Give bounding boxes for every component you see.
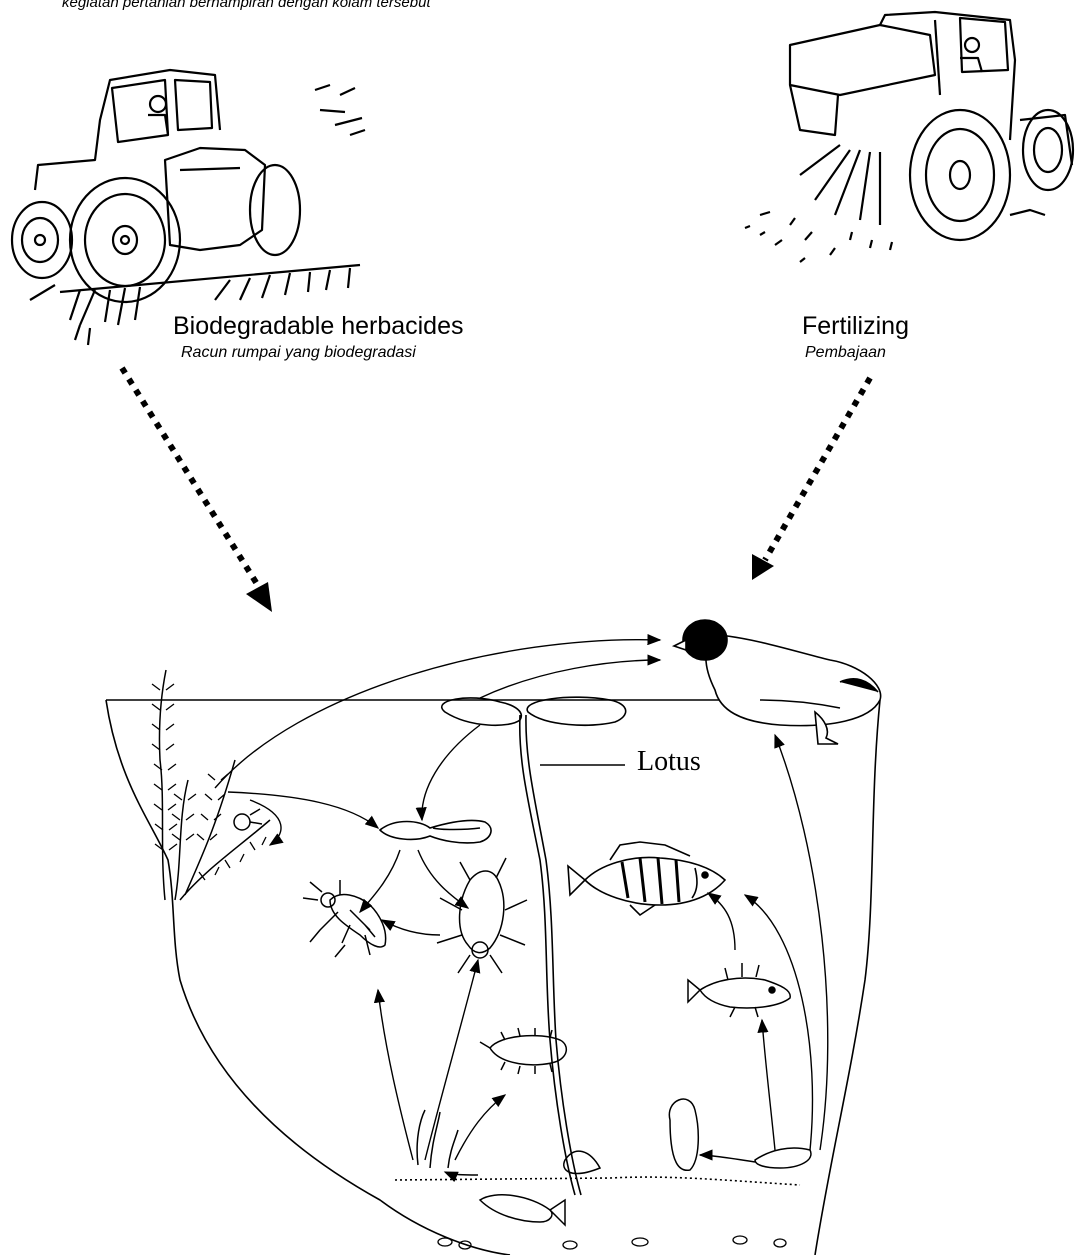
food-web-arrows [215,640,828,1175]
bottom-creatures-illustration [417,1028,811,1225]
duck-illustration [674,620,881,744]
perch-fish-illustration [568,842,725,915]
lotus-label: Lotus [637,746,701,778]
dragonfly-nymph-illustration [303,880,386,957]
water-weed-illustration [152,670,270,900]
water-beetle-illustration [437,858,527,973]
fertilizer-spreader-tractor-illustration [745,12,1073,262]
stickleback-fish-illustration [688,963,790,1017]
pond-outline [106,700,880,1255]
fertilizer-flow-arrow [752,378,870,580]
tadpole-illustration [380,820,491,843]
pond-bottom-pebbles [438,1236,786,1249]
herbicide-flow-arrow [122,368,272,612]
sprayer-tractor-illustration [12,70,365,345]
